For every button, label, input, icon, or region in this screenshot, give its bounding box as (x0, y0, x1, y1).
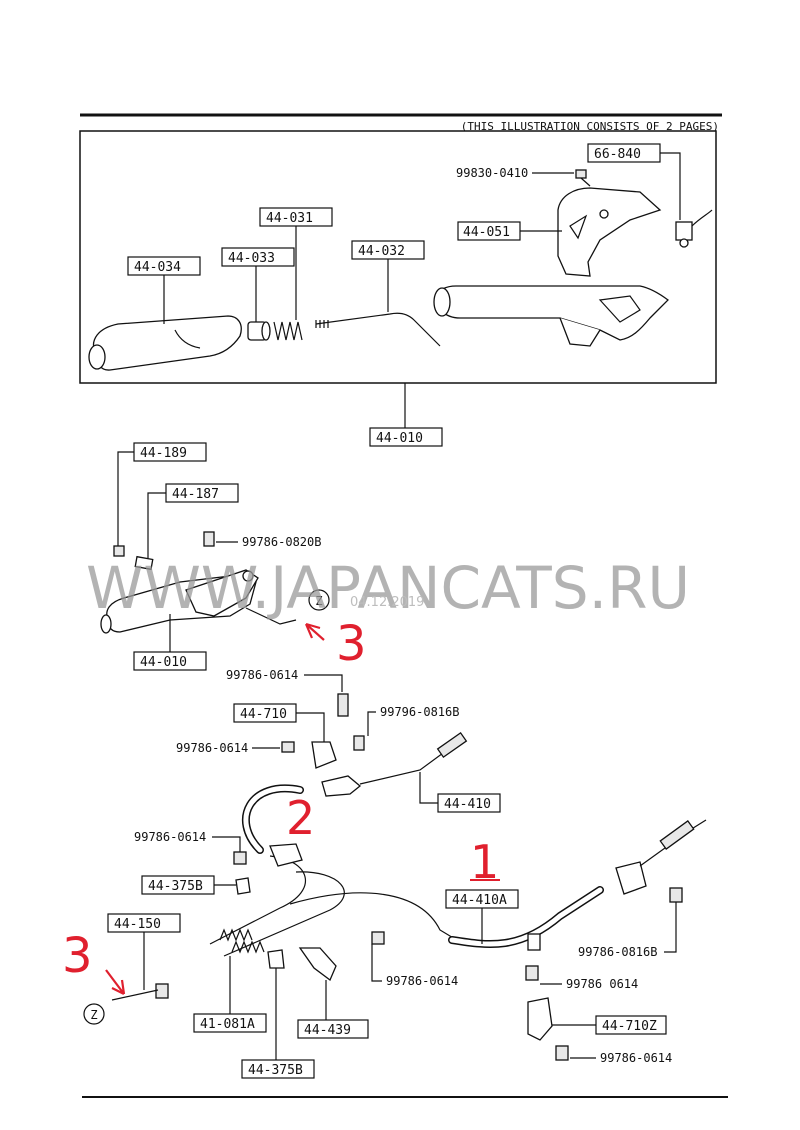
grip-44-034-part (88, 315, 242, 371)
handwritten-annotation-2: 2 (286, 791, 315, 845)
label-66-840: 66-840 (587, 143, 681, 220)
bracket-44-051-part (557, 187, 662, 277)
svg-text:99786 0614: 99786 0614 (566, 977, 638, 991)
spring-44-031-part (273, 321, 303, 341)
svg-text:Z: Z (90, 1008, 97, 1022)
lever-body-44-010-part (433, 285, 669, 347)
watermark-text: WWW.JAPANCATS.RU (86, 554, 690, 622)
z-marker-1: Z (308, 589, 330, 611)
label-44-439: 44-439 (297, 980, 369, 1039)
sleeve-44-033-part (247, 321, 271, 341)
svg-text:44-010: 44-010 (376, 431, 423, 446)
handwritten-annotation-3b: 3 (62, 928, 126, 995)
label-99786-0816B: 99786-0816B (578, 902, 677, 959)
label-99786-0820B: 99786-0820B (216, 535, 321, 549)
label-44-710Z: 44-710Z (552, 1015, 667, 1035)
svg-text:44-034: 44-034 (134, 260, 181, 275)
svg-text:44-710: 44-710 (240, 707, 287, 722)
svg-text:44-375B: 44-375B (248, 1063, 303, 1078)
label-44-034: 44-034 (127, 256, 201, 324)
label-99786-0614-f: 99786-0614 (570, 1051, 672, 1065)
svg-text:44-033: 44-033 (228, 251, 275, 266)
svg-text:2: 2 (286, 791, 315, 845)
svg-text:66-840: 66-840 (594, 147, 641, 162)
label-99796-0816B: 99796-0816B (367, 705, 459, 736)
svg-text:99830-0410: 99830-0410 (456, 166, 528, 180)
svg-text:99796-0816B: 99796-0816B (380, 705, 459, 719)
svg-text:99786-0614: 99786-0614 (386, 974, 458, 988)
lever-assembly-part (100, 531, 297, 634)
front-cable-44-410-part (241, 693, 468, 854)
svg-text:44-189: 44-189 (140, 446, 187, 461)
handwritten-annotation-1: 1 (470, 835, 500, 889)
svg-text:44-375B: 44-375B (148, 879, 203, 894)
label-44-187: 44-187 (147, 483, 239, 558)
label-44-033: 44-033 (221, 247, 295, 322)
rod-44-032-part (315, 312, 441, 347)
svg-text:44-187: 44-187 (172, 487, 219, 502)
svg-text:44-439: 44-439 (304, 1023, 351, 1038)
svg-text:99786-0614: 99786-0614 (176, 741, 248, 755)
svg-text:44-710Z: 44-710Z (602, 1019, 657, 1034)
header-note: (THIS ILLUSTRATION CONSISTS OF 2 PAGES) (461, 120, 719, 133)
label-41-081A: 41-081A (193, 956, 267, 1033)
svg-text:44-031: 44-031 (266, 211, 313, 226)
svg-text:3: 3 (62, 928, 93, 984)
rear-cables-part (209, 843, 461, 982)
label-44-010-mid: 44-010 (133, 614, 207, 671)
z-marker-2: Z (83, 989, 159, 1025)
svg-text:44-032: 44-032 (358, 244, 405, 259)
svg-text:3: 3 (336, 616, 367, 672)
label-44-710: 44-710 (233, 703, 325, 742)
svg-text:99786-0816B: 99786-0816B (578, 945, 657, 959)
handwritten-annotation-3a: 3 (304, 616, 367, 672)
label-99786-0614-c: 99786-0614 (134, 830, 241, 852)
svg-text:44-010: 44-010 (140, 655, 187, 670)
screw-99830-0410-part (575, 169, 591, 187)
assembly-frame (79, 130, 717, 384)
svg-text:44-410: 44-410 (444, 797, 491, 812)
svg-text:44-410A: 44-410A (452, 893, 507, 908)
label-99786-0614-e: 99786 0614 (540, 977, 638, 991)
svg-text:99786-0614: 99786-0614 (134, 830, 206, 844)
switch-66-840-part (675, 209, 713, 248)
svg-text:99786-0820B: 99786-0820B (242, 535, 321, 549)
label-44-375B-a: 44-375B (141, 875, 236, 895)
svg-text:41-081A: 41-081A (200, 1017, 255, 1032)
svg-text:Z: Z (315, 594, 322, 608)
watermark-date: 04.12.2019 (350, 595, 424, 610)
svg-text:99786-0614: 99786-0614 (600, 1051, 672, 1065)
cable-44-410A-part (155, 819, 707, 1061)
label-99786-0614-a: 99786-0614 (226, 668, 343, 692)
label-44-051: 44-051 (457, 221, 562, 241)
label-44-031: 44-031 (259, 207, 333, 320)
label-44-375B-b: 44-375B (241, 968, 315, 1079)
label-44-189: 44-189 (117, 442, 207, 546)
svg-text:99786-0614: 99786-0614 (226, 668, 298, 682)
label-44-150: 44-150 (107, 913, 181, 990)
label-99786-0614-d: 99786-0614 (371, 944, 458, 988)
label-99830-0410: 99830-0410 (456, 166, 574, 180)
svg-text:44-150: 44-150 (114, 917, 161, 932)
label-44-032: 44-032 (351, 240, 425, 312)
label-44-010-top: 44-010 (369, 383, 443, 447)
label-44-410A: 44-410A (445, 889, 519, 944)
label-99786-0614-b: 99786-0614 (176, 741, 280, 755)
svg-text:44-051: 44-051 (463, 225, 510, 240)
label-44-410: 44-410 (419, 772, 501, 813)
